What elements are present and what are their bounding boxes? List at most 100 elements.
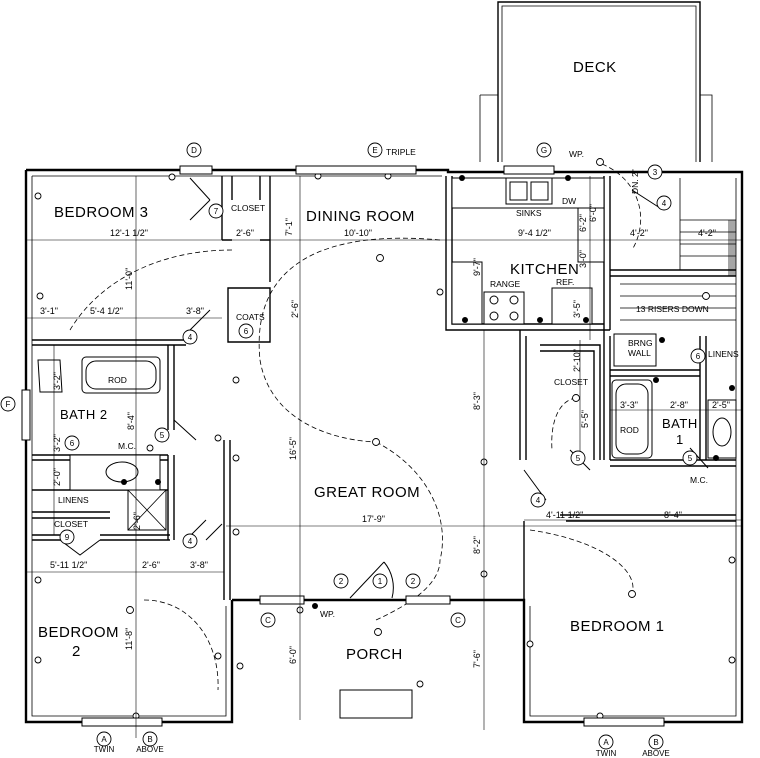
deck: DECK	[479, 1, 713, 162]
dim-text: 2'-5"	[712, 400, 730, 410]
twin-left-label: TWIN	[94, 745, 115, 754]
window-tag: B	[147, 735, 152, 744]
vanity-bath2	[69, 454, 161, 491]
window-e	[295, 165, 417, 175]
room-label-kitchen: KITCHEN	[510, 261, 579, 278]
dim-text: 7'-1"	[284, 218, 294, 236]
dim-text: 5'-11 1/2"	[50, 560, 87, 570]
doors	[59, 177, 709, 599]
window-a-left	[81, 717, 163, 727]
dim-text: 2'-0"	[52, 468, 62, 486]
door-tag: 4	[662, 199, 667, 208]
door-tag: 6	[244, 327, 249, 336]
room-label-bath2: BATH 2	[60, 407, 108, 422]
bearing-wall-box	[613, 333, 657, 367]
dn-label: DN. 2"	[630, 169, 640, 194]
closet-hall-label: CLOSET	[554, 377, 588, 387]
outlets	[34, 172, 736, 720]
dim-text: 9'-4 1/2"	[518, 228, 551, 238]
dim-text: 8'-3"	[472, 392, 482, 410]
small-labels: CLOSET COATS CLOSET CLOSET LINENS LINENS…	[54, 147, 739, 758]
dim-text: 7'-6"	[472, 650, 482, 668]
dim-text: 12'-1 1/2"	[110, 228, 148, 238]
dim-text: 8'-4"	[126, 412, 136, 430]
dim-text: 6'-0"	[288, 646, 298, 664]
dim-text: 3'-3"	[620, 400, 638, 410]
ref-label: REF.	[556, 277, 574, 287]
door-tag: 7	[214, 207, 219, 216]
window-tag: F	[6, 400, 11, 409]
stairs	[620, 220, 736, 321]
rod-right-label: ROD	[620, 425, 639, 435]
room-label-bedroom2: BEDROOM	[38, 624, 119, 641]
window-g	[503, 165, 555, 175]
door-tag: 9	[65, 533, 70, 542]
windows	[21, 165, 665, 727]
window-tag: A	[603, 738, 609, 747]
dim-text: 4'-2"	[698, 228, 716, 238]
dim-text: 8'-2"	[472, 536, 482, 554]
window-c1	[259, 595, 305, 605]
window-tags: A B A B C C D E F G	[0, 142, 664, 750]
room-label-porch: PORCH	[346, 646, 403, 663]
door-tag: 4	[536, 496, 541, 505]
dim-text: 11'-8"	[124, 628, 134, 650]
door-tag: 2	[411, 577, 416, 586]
above-left-label: ABOVE	[136, 745, 164, 754]
dim-text: 2'-10"	[572, 349, 582, 372]
dw-label: DW	[562, 196, 576, 206]
dim-text: 5'-4 1/2"	[90, 306, 123, 316]
dim-text: 16'-5"	[288, 437, 298, 460]
room-label-bath1: BATH	[662, 416, 698, 431]
window-c3	[339, 689, 413, 719]
dim-text: 2'-8"	[670, 400, 688, 410]
window-tag: G	[541, 146, 547, 155]
closet-b2-label: CLOSET	[54, 519, 88, 529]
door-tag: 6	[696, 352, 701, 361]
room-label-bedroom3: BEDROOM 3	[54, 204, 149, 221]
dim-text: 2'-6"	[236, 228, 254, 238]
dim-text: 6'-0"	[588, 204, 598, 222]
window-tag: B	[653, 738, 658, 747]
dim-text: 8'-4"	[664, 510, 682, 520]
window-tag: A	[101, 735, 107, 744]
risers-label: 13 RISERS DOWN	[636, 304, 709, 314]
twin-right-label: TWIN	[596, 749, 617, 758]
linens-right-label: LINENS	[708, 349, 739, 359]
dim-text: 4'-2"	[630, 228, 648, 238]
door-tags: 1 2 2 3 4 4 4 4 5 5 5 6 6 6 7 9	[59, 164, 706, 589]
brng-label: BRNG	[628, 338, 653, 348]
room-label-dining: DINING ROOM	[306, 208, 415, 225]
dim-text: 3'-2"	[52, 434, 62, 452]
kitchen-counter-left	[451, 261, 483, 325]
coats-label: COATS	[236, 312, 265, 322]
window-f	[21, 389, 31, 441]
dim-text: 2'-6"	[142, 560, 160, 570]
room-label-bedroom2-num: 2	[72, 643, 81, 660]
door-tag: 5	[160, 431, 165, 440]
dim-text: 3'-1"	[40, 306, 58, 316]
door-tag: 4	[188, 537, 193, 546]
door-tag: 3	[653, 168, 658, 177]
dimension-lines	[26, 176, 742, 738]
room-label-bedroom1: BEDROOM 1	[570, 618, 665, 635]
wall-label: WALL	[628, 348, 651, 358]
door-tag: 1	[378, 577, 383, 586]
dim-text: 6'-2"	[578, 214, 588, 232]
door-tag: 2	[339, 577, 344, 586]
sinks-label: SINKS	[516, 208, 542, 218]
door-tag: 5	[688, 454, 693, 463]
closet-b3-label: CLOSET	[231, 203, 265, 213]
fixtures	[37, 177, 737, 531]
room-label-great: GREAT ROOM	[314, 484, 420, 501]
window-a-right	[583, 717, 665, 727]
dim-text: 3'-8"	[186, 306, 204, 316]
mc-right-label: M.C.	[690, 475, 708, 485]
window-tag: D	[191, 146, 197, 155]
door-tag: 6	[70, 439, 75, 448]
window-tag: C	[265, 616, 271, 625]
room-label-deck: DECK	[573, 59, 617, 76]
triple-label: TRIPLE	[386, 147, 416, 157]
toilet-bath2	[37, 359, 63, 393]
